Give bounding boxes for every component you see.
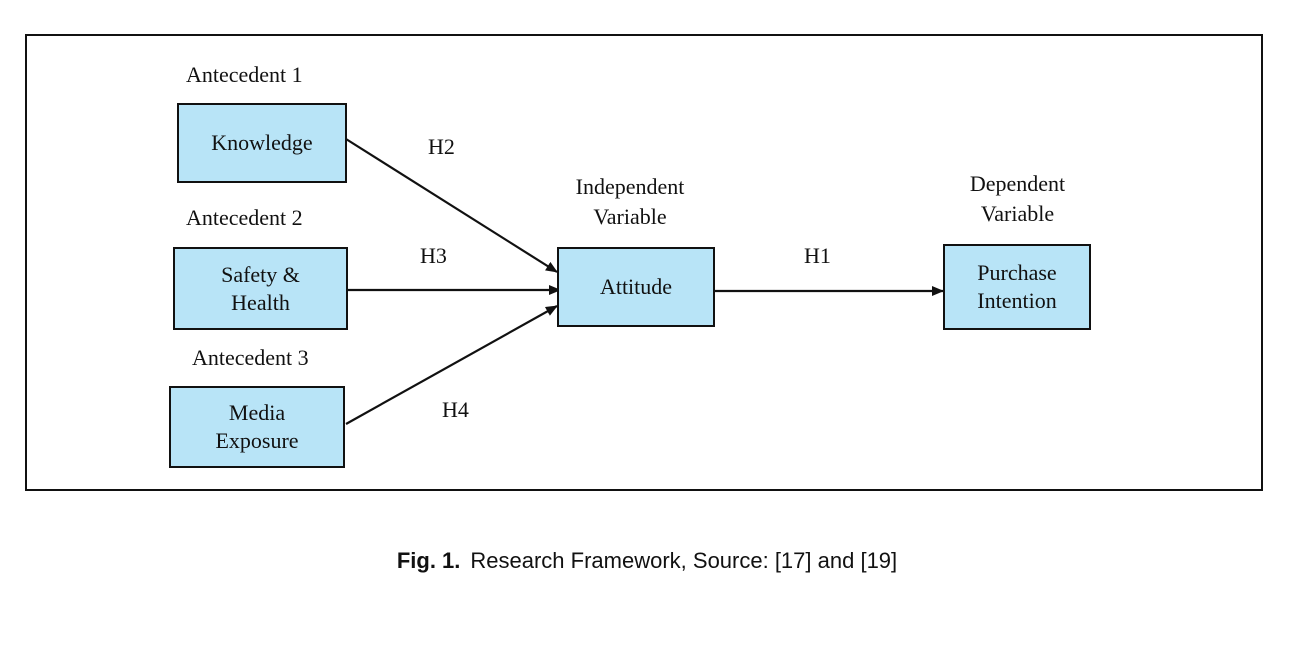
knowledge-node: Knowledge	[177, 103, 347, 183]
edge-label-h4: H4	[442, 397, 469, 422]
edge-label-h2: H2	[428, 134, 455, 159]
edge-label-h1: H1	[804, 243, 831, 268]
dependent-variable-label: Dependent Variable	[969, 171, 1066, 226]
edge-label-h3: H3	[420, 243, 447, 268]
arrow-media-attitude	[345, 305, 558, 425]
media-exposure-node: Media Exposure	[169, 386, 345, 468]
figure-caption: Fig. 1. Research Framework, Source: [17] …	[0, 548, 1294, 574]
antecedent-3-label: Antecedent 3	[192, 345, 309, 370]
caption-text: Research Framework, Source: [17] and [19…	[470, 548, 898, 573]
caption-prefix: Fig. 1.	[396, 548, 461, 573]
purchase-intention-node: Purchase Intention	[943, 244, 1091, 330]
arrow-knowledge-attitude	[345, 138, 558, 273]
antecedent-2-label: Antecedent 2	[186, 205, 303, 230]
diagram-frame	[25, 34, 1263, 491]
antecedent-1-label: Antecedent 1	[186, 62, 303, 87]
independent-variable-label: Independent Variable	[575, 174, 685, 229]
attitude-node: Attitude	[557, 247, 715, 327]
safety-health-node: Safety & Health	[173, 247, 348, 330]
